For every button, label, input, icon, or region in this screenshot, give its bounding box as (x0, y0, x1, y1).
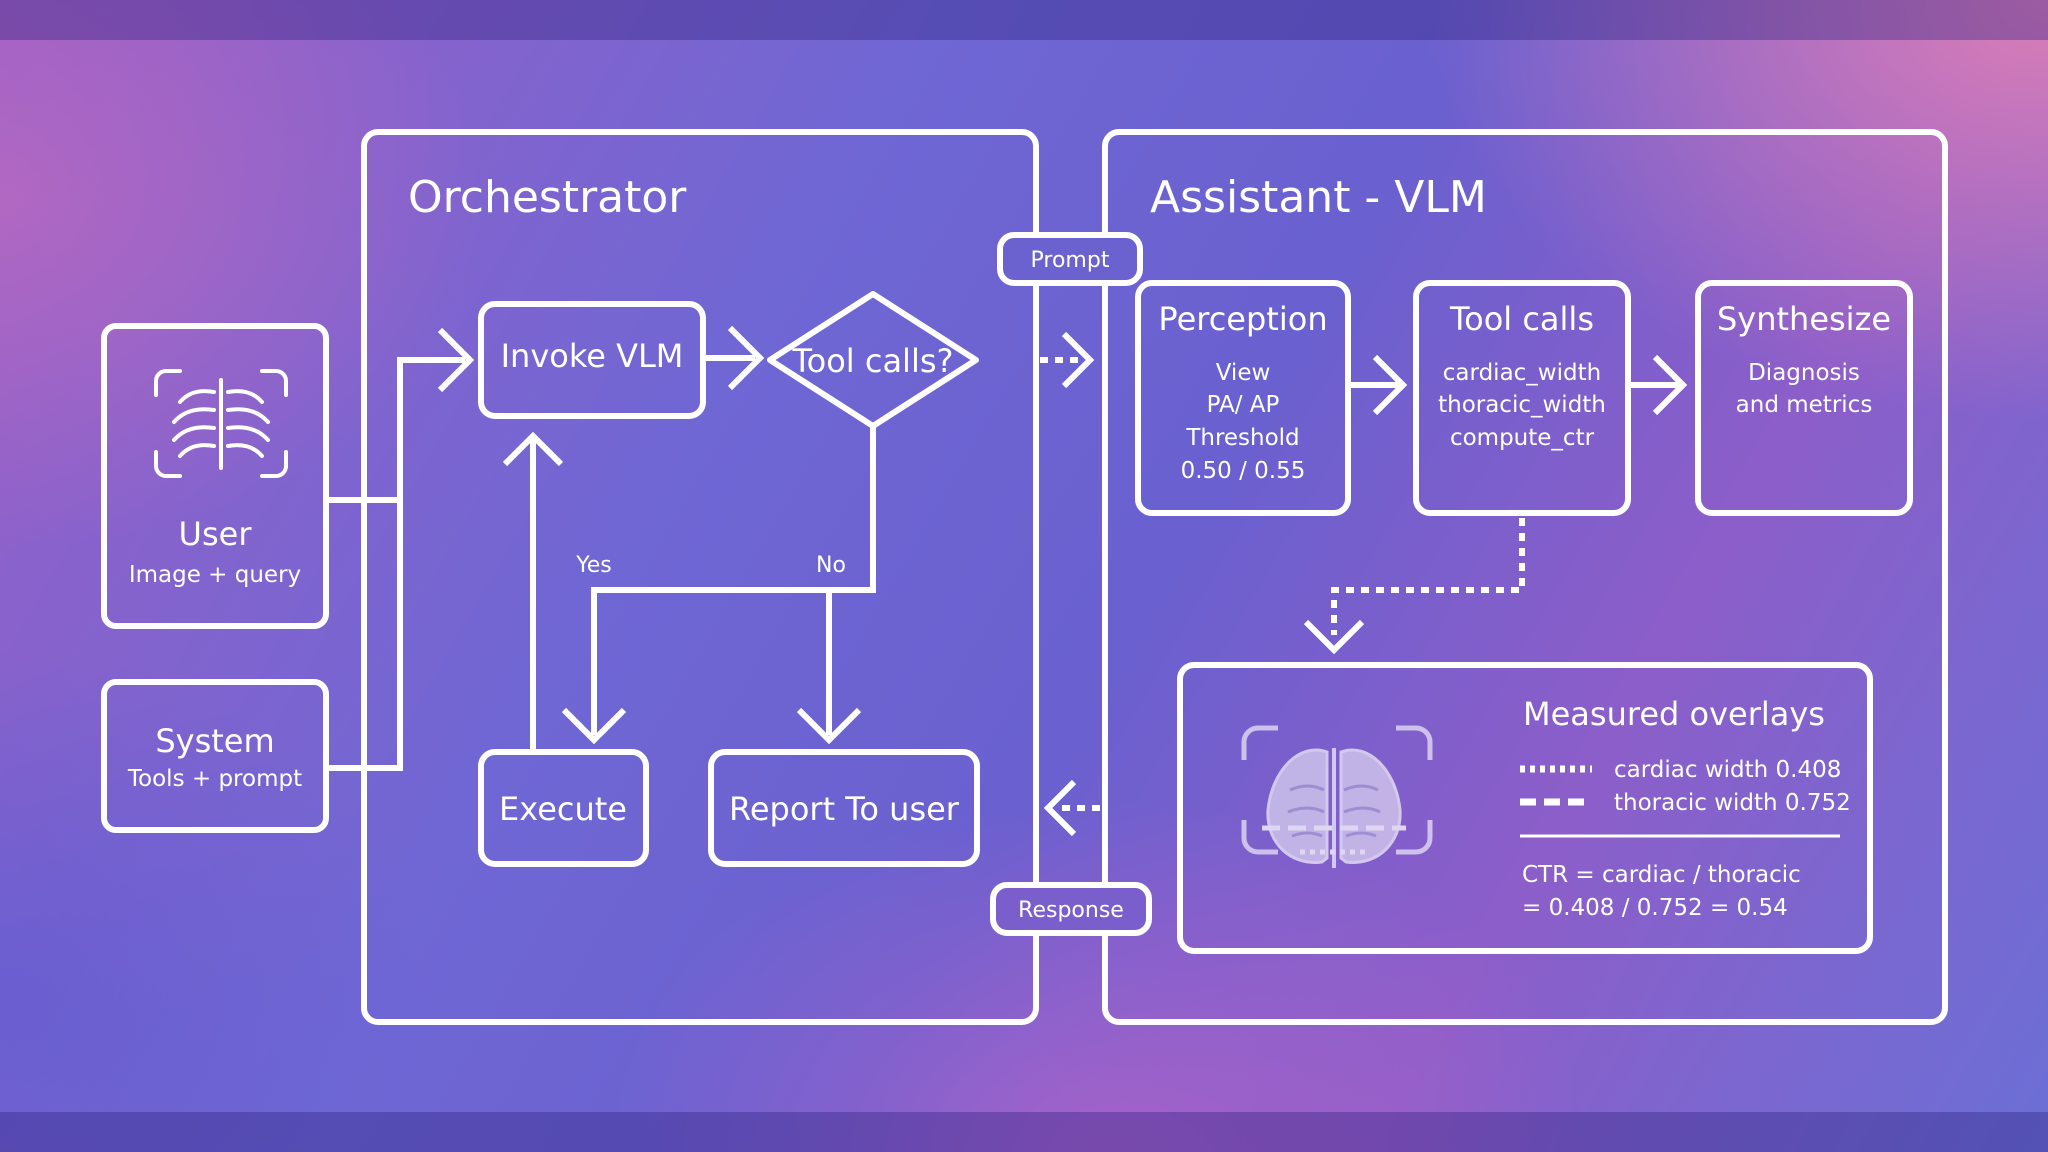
tool-calls-line: compute_ctr (1450, 425, 1595, 451)
user-box: User Image + query (101, 323, 329, 629)
tool-calls-line: cardiac_width (1443, 360, 1601, 386)
assistant-title: Assistant - VLM (1150, 172, 1487, 223)
orchestrator-title: Orchestrator (408, 172, 687, 223)
synthesize-title: Synthesize (1717, 300, 1891, 338)
user-connector (326, 357, 465, 503)
execute-box: Execute (478, 749, 649, 867)
ctr-formula: CTR = cardiac / thoracic (1522, 862, 1801, 888)
cardiac-legend-label: cardiac width 0.408 (1614, 757, 1841, 783)
decision-yes-line (591, 426, 876, 735)
no-label: No (816, 553, 846, 578)
tools-to-synth-arrow (1652, 354, 1688, 416)
tool-calls-box: Tool calls cardiac_width thoracic_width … (1413, 280, 1631, 516)
tool-calls-decision: Tool calls? (767, 291, 979, 429)
ribcage-scan-icon (154, 369, 288, 478)
ctr-result: = 0.408 / 0.752 = 0.54 (1522, 895, 1788, 921)
yes-label: Yes (575, 553, 612, 578)
measured-overlays-box: Measured overlays cardiac width 0.408 th… (1177, 662, 1873, 954)
response-arrow (1043, 779, 1077, 837)
tools-to-overlay-arrow (1303, 619, 1365, 655)
lung-xray-icon (1241, 725, 1433, 868)
synthesize-line: and metrics (1736, 392, 1873, 418)
user-title: User (179, 515, 253, 553)
bottom-band (0, 1112, 2048, 1152)
synthesize-box: Synthesize Diagnosis and metrics (1695, 280, 1913, 516)
system-connector (326, 500, 403, 771)
tool-calls-title: Tool calls (1449, 300, 1594, 338)
assistant-panel (1102, 129, 1948, 1025)
response-label: Response (1018, 898, 1124, 923)
report-box: Report To user (708, 749, 980, 867)
perception-box: Perception View PA/ AP Threshold 0.50 / … (1135, 280, 1351, 516)
thoracic-legend-label: thoracic width 0.752 (1614, 790, 1851, 816)
response-pill: Response (990, 882, 1152, 936)
tools-to-overlay-dashed (1331, 518, 1525, 635)
loop-arrow (502, 431, 564, 467)
tool-calls-line: thoracic_width (1438, 392, 1606, 418)
invoke-vlm-label: Invoke VLM (501, 337, 684, 375)
perception-line: PA/ AP (1207, 392, 1280, 418)
no-arrow (796, 707, 862, 745)
decision-label: Tool calls? (792, 342, 954, 380)
perception-line: Threshold (1185, 425, 1299, 451)
system-title: System (155, 722, 274, 760)
invoke-to-decision-arrow (727, 325, 765, 391)
user-subtitle: Image + query (129, 562, 301, 588)
prompt-label: Prompt (1031, 248, 1110, 273)
overlays-title: Measured overlays (1523, 695, 1825, 733)
synthesize-line: Diagnosis (1748, 360, 1860, 386)
arrow-into-invoke (437, 327, 475, 393)
prompt-pill: Prompt (997, 232, 1143, 286)
execute-label: Execute (499, 790, 627, 828)
perception-to-tools-arrow (1372, 354, 1408, 416)
perception-line: 0.50 / 0.55 (1181, 458, 1306, 484)
system-subtitle: Tools + prompt (127, 766, 302, 792)
report-label: Report To user (729, 790, 960, 828)
prompt-arrow (1061, 331, 1095, 389)
yes-arrow (561, 707, 627, 745)
perception-title: Perception (1158, 300, 1327, 338)
orchestrator-panel (361, 129, 1039, 1025)
system-box: System Tools + prompt (101, 679, 329, 833)
invoke-vlm-box: Invoke VLM (478, 301, 706, 419)
top-band (0, 0, 2048, 40)
perception-line: View (1216, 360, 1271, 386)
